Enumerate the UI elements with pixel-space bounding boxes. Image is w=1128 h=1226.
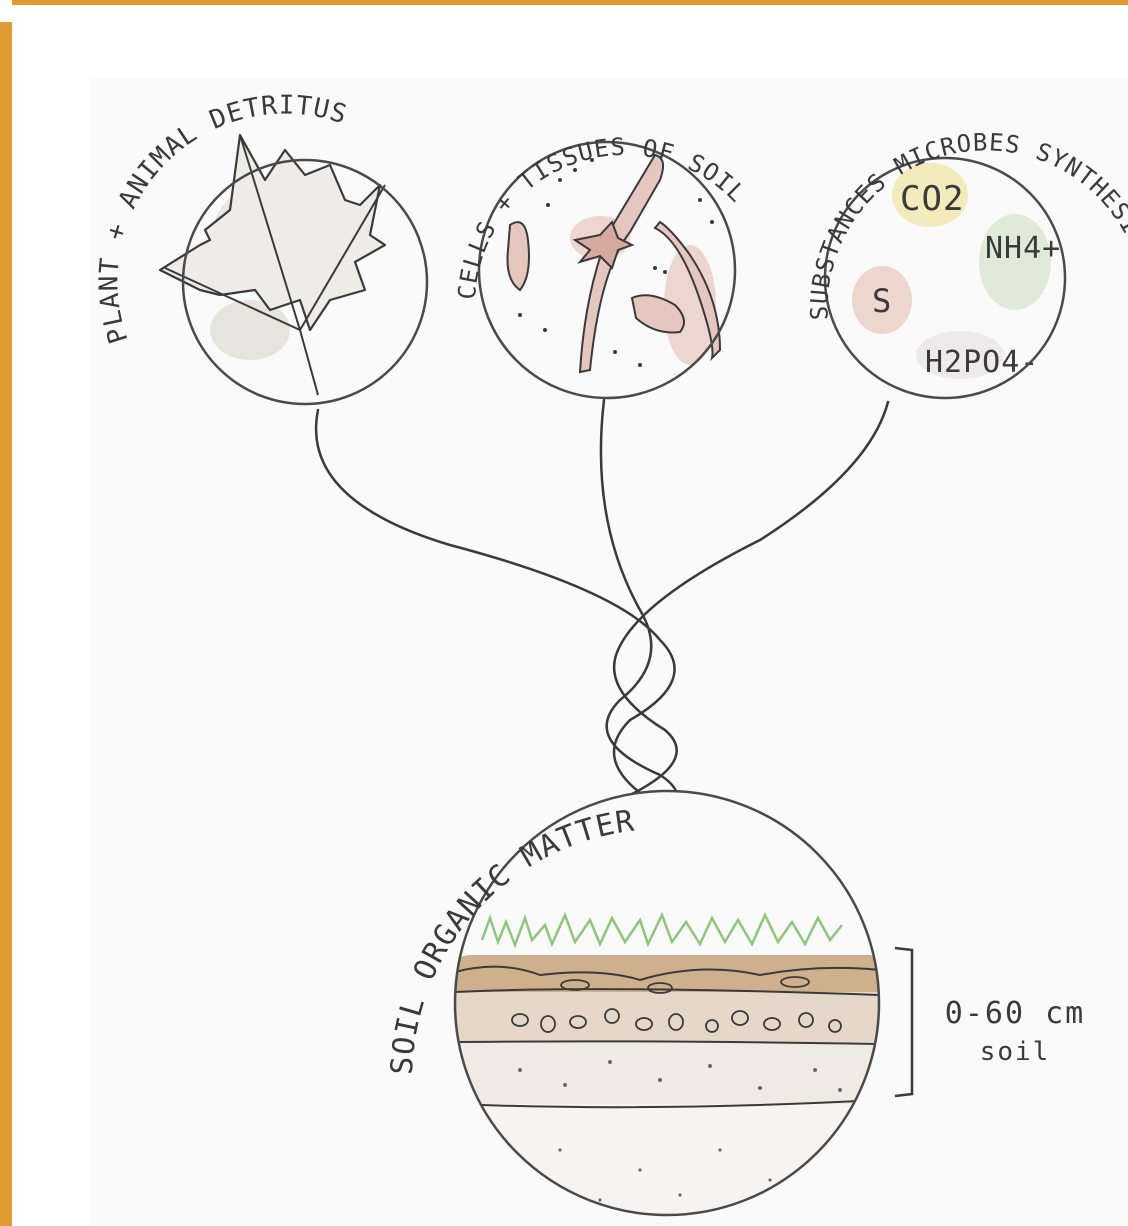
connector-strands	[316, 400, 888, 862]
co2-label: CO2	[900, 179, 964, 219]
depth-bracket	[895, 948, 912, 1096]
depth-label: 0-60 cm soil	[930, 995, 1100, 1071]
depth-unit-label: soil	[930, 1033, 1100, 1071]
s-label: S	[872, 282, 892, 320]
nh4-label: NH4+	[985, 231, 1061, 266]
microbes-circle	[479, 142, 735, 398]
h2po4-label: H2PO4-	[925, 345, 1039, 380]
microbe-cell-icon	[580, 155, 663, 372]
depth-range: 0-60 cm	[930, 995, 1100, 1033]
detritus-circle	[160, 135, 427, 404]
